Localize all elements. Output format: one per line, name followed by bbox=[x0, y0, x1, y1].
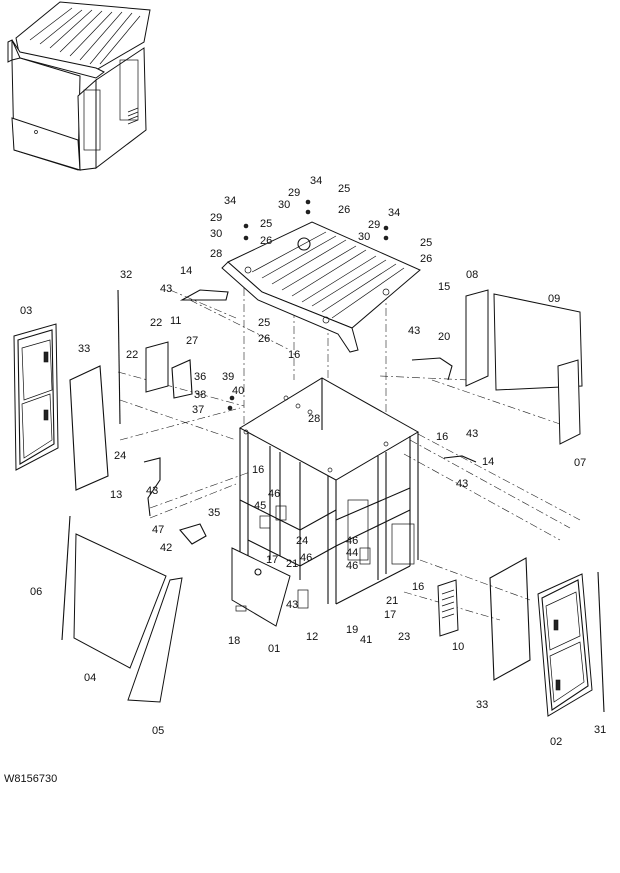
label-44: 44 bbox=[346, 547, 358, 559]
label-04: 04 bbox=[84, 672, 96, 684]
label-40: 40 bbox=[232, 385, 244, 397]
label-28: 28 bbox=[210, 248, 222, 260]
label-09: 09 bbox=[548, 293, 560, 305]
label-24: 24 bbox=[296, 535, 308, 547]
label-46: 46 bbox=[346, 535, 358, 547]
label-26: 26 bbox=[420, 253, 432, 265]
label-03: 03 bbox=[20, 305, 32, 317]
label-08: 08 bbox=[466, 269, 478, 281]
label-46: 46 bbox=[268, 488, 280, 500]
label-02: 02 bbox=[550, 736, 562, 748]
label-26: 26 bbox=[338, 204, 350, 216]
label-06: 06 bbox=[30, 586, 42, 598]
label-46: 46 bbox=[346, 560, 358, 572]
label-32: 32 bbox=[120, 269, 132, 281]
label-38: 38 bbox=[194, 389, 206, 401]
label-19: 19 bbox=[346, 624, 358, 636]
label-43: 43 bbox=[146, 485, 158, 497]
label-36: 36 bbox=[194, 371, 206, 383]
label-21: 21 bbox=[286, 558, 298, 570]
label-27: 27 bbox=[186, 335, 198, 347]
label-22: 22 bbox=[150, 317, 162, 329]
label-14: 14 bbox=[180, 265, 192, 277]
label-16: 16 bbox=[252, 464, 264, 476]
label-33: 33 bbox=[476, 699, 488, 711]
label-28: 28 bbox=[308, 413, 320, 425]
label-30: 30 bbox=[278, 199, 290, 211]
label-16: 16 bbox=[436, 431, 448, 443]
label-26: 26 bbox=[258, 333, 270, 345]
label-05: 05 bbox=[152, 725, 164, 737]
label-21: 21 bbox=[386, 595, 398, 607]
label-35: 35 bbox=[208, 507, 220, 519]
label-10: 10 bbox=[452, 641, 464, 653]
label-24: 24 bbox=[114, 450, 126, 462]
label-15: 15 bbox=[438, 281, 450, 293]
label-43: 43 bbox=[408, 325, 420, 337]
label-43: 43 bbox=[466, 428, 478, 440]
small-parts bbox=[143, 199, 477, 637]
label-25: 25 bbox=[260, 218, 272, 230]
drawing-code: W8156730 bbox=[4, 773, 57, 785]
label-30: 30 bbox=[210, 228, 222, 240]
label-45: 45 bbox=[254, 500, 266, 512]
label-39: 39 bbox=[222, 371, 234, 383]
label-12: 12 bbox=[306, 631, 318, 643]
label-37: 37 bbox=[192, 404, 204, 416]
label-29: 29 bbox=[288, 187, 300, 199]
label-43: 43 bbox=[286, 599, 298, 611]
label-25: 25 bbox=[420, 237, 432, 249]
label-25: 25 bbox=[338, 183, 350, 195]
label-46: 46 bbox=[300, 552, 312, 564]
label-25: 25 bbox=[258, 317, 270, 329]
label-16: 16 bbox=[412, 581, 424, 593]
label-20: 20 bbox=[438, 331, 450, 343]
label-01: 01 bbox=[268, 643, 280, 655]
label-14: 14 bbox=[482, 456, 494, 468]
right-door bbox=[537, 573, 593, 717]
label-30: 30 bbox=[358, 231, 370, 243]
label-43: 43 bbox=[160, 283, 172, 295]
label-43: 43 bbox=[456, 478, 468, 490]
label-17: 17 bbox=[384, 609, 396, 621]
label-34: 34 bbox=[310, 175, 322, 187]
cab-frame bbox=[231, 377, 420, 627]
assembled-cab-thumbnail bbox=[7, 1, 151, 171]
left-door bbox=[13, 323, 59, 471]
label-33: 33 bbox=[78, 343, 90, 355]
roof-panel bbox=[221, 221, 421, 353]
label-29: 29 bbox=[368, 219, 380, 231]
glass-panels bbox=[61, 289, 605, 713]
label-07: 07 bbox=[574, 457, 586, 469]
label-34: 34 bbox=[224, 195, 236, 207]
label-34: 34 bbox=[388, 207, 400, 219]
label-29: 29 bbox=[210, 212, 222, 224]
label-42: 42 bbox=[160, 542, 172, 554]
label-16: 16 bbox=[288, 349, 300, 361]
label-47: 47 bbox=[152, 524, 164, 536]
label-26: 26 bbox=[260, 235, 272, 247]
door-seals bbox=[69, 365, 531, 681]
part-labels: 34 29 30 25 26 34 29 30 28 25 26 34 29 3… bbox=[20, 175, 606, 748]
label-11: 11 bbox=[170, 315, 181, 327]
label-31: 31 bbox=[594, 724, 606, 736]
label-23: 23 bbox=[398, 631, 410, 643]
label-13: 13 bbox=[110, 489, 122, 501]
label-41: 41 bbox=[360, 634, 372, 646]
label-17: 17 bbox=[266, 554, 278, 566]
label-22: 22 bbox=[126, 349, 138, 361]
label-18: 18 bbox=[228, 635, 240, 647]
